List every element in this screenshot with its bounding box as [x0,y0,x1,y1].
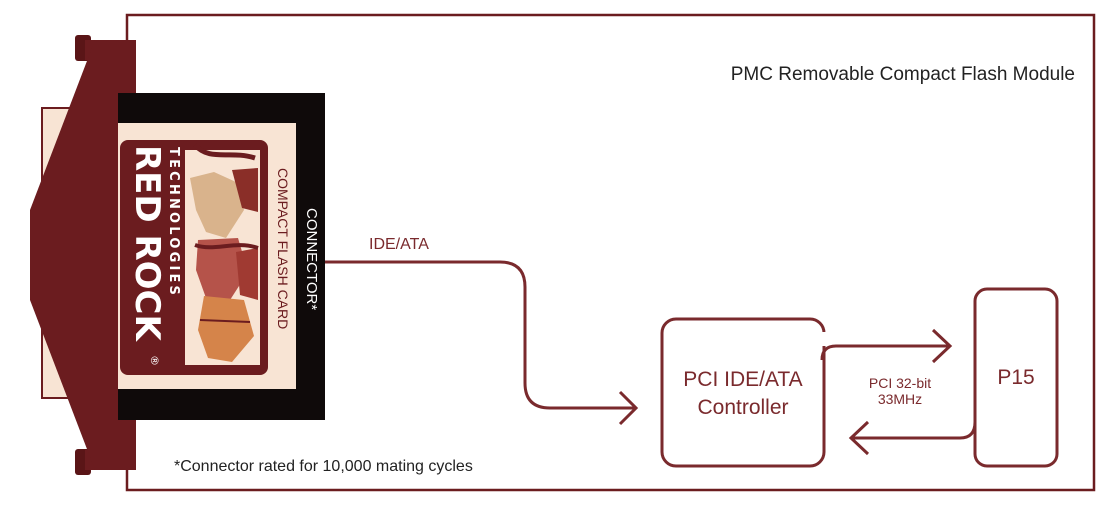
pci-gap-mask-top [815,332,829,346]
pci-left-arrowhead [848,420,870,456]
ide-ata-arrowhead [618,390,639,426]
ejector-frame [30,40,125,470]
connector-label: CONNECTOR* [303,208,320,310]
frame-rail-top [110,40,136,95]
pci-right-arrowhead [931,328,953,364]
pci-bus-arrow-right [820,344,950,361]
module-title: PMC Removable Compact Flash Module [731,64,1075,85]
pci-controller-box [660,317,826,468]
controller-line1: PCI IDE/ATA [683,368,802,391]
p15-label: P15 [997,366,1034,389]
red-rock-logo: RED ROCK TECHNOLOGIES ® [120,140,268,375]
brand-name: RED ROCK [127,145,167,343]
footnote: *Connector rated for 10,000 mating cycle… [174,458,473,475]
pci-bus-label-line2: 33MHz [878,391,922,407]
pci-bus-arrow-left [851,421,977,440]
pci-bus-label-line1: PCI 32-bit [869,375,931,391]
registered-mark: ® [148,355,161,366]
controller-line2: Controller [697,396,788,419]
card-label: COMPACT FLASH CARD [275,168,291,329]
brand-subtitle: TECHNOLOGIES [166,147,181,298]
frame-rail-bottom [110,420,136,470]
ide-ata-line [325,260,635,410]
ide-ata-label: IDE/ATA [369,236,429,253]
p15-box [973,287,1059,468]
